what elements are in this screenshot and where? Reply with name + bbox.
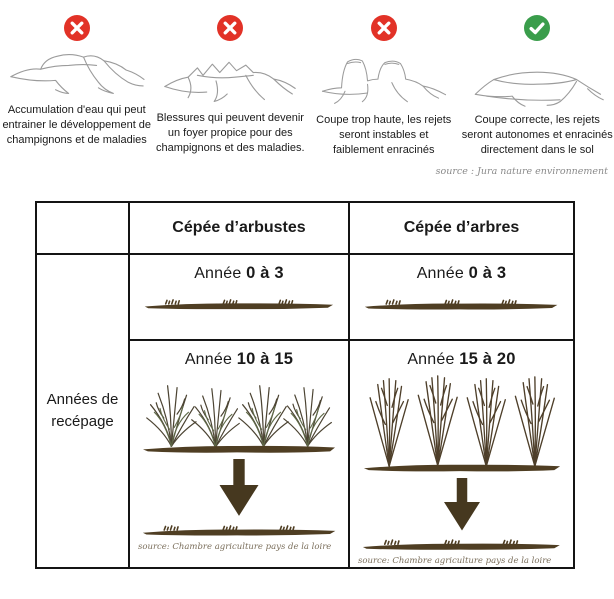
panel-correct-cut: Coupe correcte, les rejets seront autono…	[461, 0, 614, 158]
tree-regrowth-illustration	[360, 373, 564, 474]
recut-down-arrow	[213, 459, 265, 518]
stump-sketch-water-pooling	[6, 41, 148, 99]
cell-arbustes-year-10-15: Année 10 à 15 source: Chambre agricultur…	[130, 341, 350, 567]
panel-wounds: Blessures qui peuvent devenir un foyer p…	[154, 0, 308, 158]
cell-arbustes-year-0-3: Année 0 à 3	[130, 255, 350, 341]
source-credit-jura: source : Jura nature environnement	[435, 166, 608, 177]
cut-stumps-ground-illustration	[141, 522, 337, 540]
stump-sketch-tall-cut	[319, 41, 449, 109]
x-circle-icon	[63, 15, 90, 41]
cut-stumps-ground-illustration	[361, 536, 562, 554]
x-circle-icon	[370, 15, 397, 41]
panel-cut-too-high: Coupe trop haute, les rejets seront inst…	[307, 0, 461, 158]
panel-caption: Blessures qui peuvent devenir un foyer p…	[155, 112, 305, 154]
panel-caption: Coupe trop haute, les rejets seront inst…	[316, 114, 452, 157]
check-circle-icon	[524, 15, 551, 41]
cell-arbres-year-0-3: Année 0 à 3	[350, 255, 573, 341]
cut-stumps-ground-illustration	[363, 296, 559, 314]
year-range-label: Année 10 à 15	[184, 350, 294, 368]
stump-sketch-correct-low-cut	[464, 41, 610, 109]
panel-caption: Accumulation d'eau qui peut entrainer le…	[2, 104, 152, 146]
source-credit-chambre: source: Chambre agriculture pays de la l…	[138, 541, 332, 552]
column-header-arbustes: Cépée d’arbustes	[130, 203, 350, 255]
x-circle-icon	[217, 15, 244, 41]
column-header-arbres: Cépée d’arbres	[350, 203, 573, 255]
cell-arbres-year-15-20: Année 15 à 20 source: Chambre agricultur…	[350, 341, 573, 567]
stump-sketch-torn-wounds	[159, 41, 301, 107]
cut-stumps-ground-illustration	[143, 296, 335, 313]
panel-caption: Coupe correcte, les rejets seront autono…	[461, 114, 613, 157]
coppicing-table: Cépée d’arbustes Cépée d’arbres Années d…	[35, 201, 575, 569]
year-range-label: Année 15 à 20	[407, 350, 516, 368]
source-credit-chambre: source: Chambre agriculture pays de la l…	[358, 556, 552, 567]
recut-down-arrow	[438, 478, 486, 532]
row-label-annees-de-recepage: Années de recépage	[37, 255, 130, 567]
panel-water-accumulation: Accumulation d'eau qui peut entrainer le…	[0, 0, 154, 158]
year-range-label: Année 0 à 3	[416, 264, 507, 282]
shrub-regrowth-illustration	[141, 373, 337, 455]
table-corner-cell	[37, 203, 130, 255]
year-range-label: Année 0 à 3	[194, 264, 284, 282]
pruning-guidance-row: Accumulation d'eau qui peut entrainer le…	[0, 0, 614, 158]
